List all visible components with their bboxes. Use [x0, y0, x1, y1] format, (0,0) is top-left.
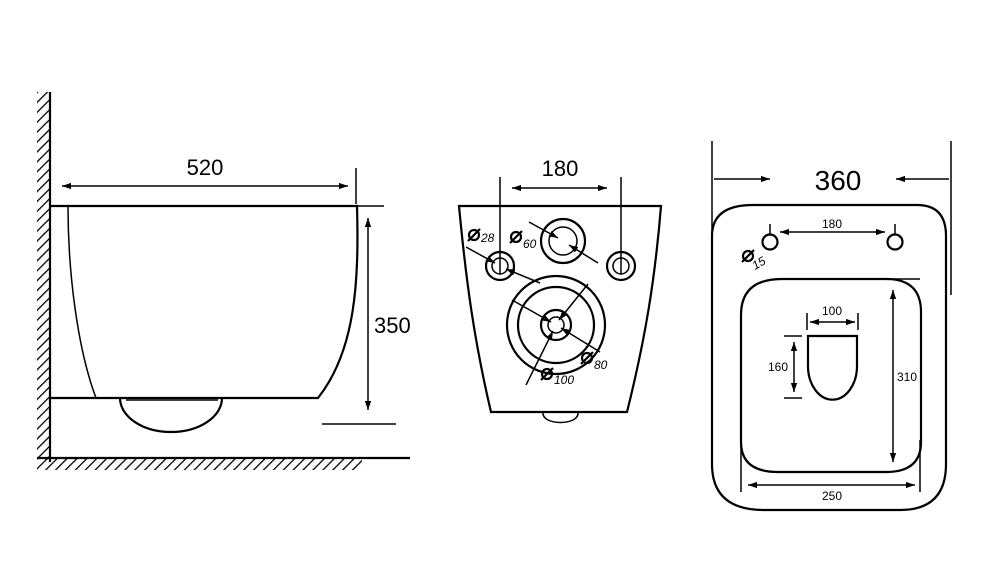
d60-callout: 60 — [509, 230, 537, 251]
opening-width-label: 100 — [822, 304, 842, 318]
d80-label: 80 — [594, 358, 608, 372]
drain-bump — [542, 411, 579, 424]
outlet-ring-100 — [505, 274, 607, 376]
d28-leader — [465, 246, 496, 264]
back-view-outline — [457, 204, 663, 414]
d80-leader-1 — [511, 299, 552, 323]
d15-callout: 15 — [741, 249, 769, 273]
side-view: 520 350 — [37, 92, 411, 470]
drain-opening — [806, 334, 859, 401]
d80-leader-2 — [560, 327, 601, 353]
bowl-width-label: 250 — [822, 489, 842, 503]
top-width-label: 360 — [815, 165, 862, 196]
back-view: 180 28 60 — [457, 156, 663, 424]
d100-callout: 100 — [540, 367, 574, 387]
mount-hole-left — [761, 233, 779, 251]
d60-label: 60 — [523, 237, 537, 251]
floor-hatch — [37, 458, 362, 470]
bowl-rim — [739, 277, 923, 474]
width-label: 520 — [187, 155, 224, 180]
inlet-inner — [548, 226, 578, 256]
d28-label: 28 — [480, 231, 495, 245]
d60-leader-2 — [568, 244, 599, 264]
d28-callout: 28 — [467, 228, 495, 245]
left-bolt-hole-inner — [491, 257, 509, 275]
wall-hatch — [37, 92, 50, 460]
bowl-base-semicircle — [118, 397, 224, 434]
top-view: 360 180 15 310 250 100 — [710, 141, 952, 512]
height-label: 350 — [374, 313, 411, 338]
d100-label: 100 — [554, 373, 574, 387]
hole-diameter-label: 15 — [750, 254, 769, 273]
top-view-outline — [710, 203, 948, 512]
outlet-ring-80 — [516, 285, 596, 365]
left-bolt-hole-outer — [484, 250, 516, 282]
d80-callout: 80 — [580, 351, 608, 372]
outlet-pipe-outer — [539, 308, 573, 342]
inlet-outer — [539, 217, 587, 265]
right-bolt-hole-outer — [605, 250, 637, 282]
spacing-label: 180 — [542, 156, 579, 181]
bowl-inner-wall — [67, 205, 97, 399]
d60-leader — [528, 221, 559, 239]
d100-leader-2 — [525, 330, 554, 386]
bowl-length-label: 310 — [897, 370, 917, 384]
d100-leader-1 — [558, 283, 589, 321]
hole-spacing-label: 180 — [822, 217, 842, 231]
bowl-side-outline — [50, 204, 359, 400]
opening-height-label: 160 — [768, 360, 788, 374]
right-bolt-hole-inner — [612, 257, 630, 275]
outlet-pipe-inner — [547, 316, 565, 334]
mount-hole-right — [886, 233, 904, 251]
